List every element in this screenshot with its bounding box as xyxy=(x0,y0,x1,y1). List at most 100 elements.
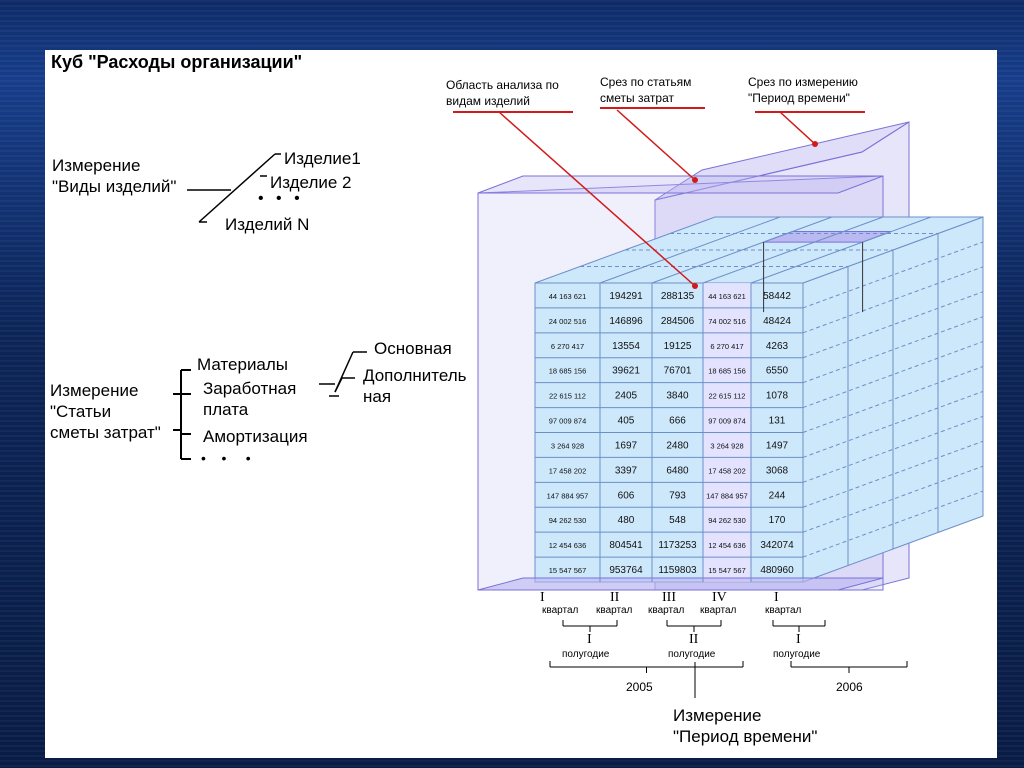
cost-item-materials: Материалы xyxy=(197,355,289,374)
slide-title: Куб "Расходы организации" xyxy=(51,52,303,72)
cube-cell-value: 793 xyxy=(669,490,686,501)
cube-cell-value: 804541 xyxy=(609,540,643,551)
half-3-num: I xyxy=(796,632,801,647)
cost-item-depreciation: Амортизация xyxy=(203,427,308,446)
floor-band xyxy=(477,577,884,591)
cost-dim-label-line3: сметы затрат" xyxy=(50,423,161,442)
products-dim-label-line2: "Виды изделий" xyxy=(52,177,177,196)
cube-cell-value: 1697 xyxy=(615,440,638,451)
cube-cell-value: 17 458 202 xyxy=(708,466,746,475)
cube-cell-value: 6 270 417 xyxy=(710,342,743,351)
cube-cell-value: 147 884 957 xyxy=(706,491,748,500)
quarter-5-num: I xyxy=(774,590,779,605)
side-grid-line xyxy=(802,266,984,334)
salary-type-additional-line2: ная xyxy=(363,387,392,406)
quarter-3-word: квартал xyxy=(648,605,685,616)
cube-cell-value: 48424 xyxy=(763,316,791,327)
cube-cell-value: 3 264 928 xyxy=(710,441,743,450)
cube-cell-value: 2480 xyxy=(666,440,689,451)
cube-cell-value: 3 264 928 xyxy=(551,441,584,450)
cube-cell-value: 953764 xyxy=(609,565,643,576)
annotation-cost-slice-line1: Срез по статьям xyxy=(600,75,692,89)
half-2-num: II xyxy=(689,632,699,647)
product-item-n: Изделий N xyxy=(225,215,310,234)
cube-cell-value: 15 547 567 xyxy=(549,566,587,575)
cube-cell-value: 244 xyxy=(769,490,786,501)
annotation-time-slice-line2: "Период времени" xyxy=(748,91,850,105)
cube-cell-value: 22 615 112 xyxy=(709,392,746,401)
pointer-line xyxy=(616,109,696,181)
time-dim-label-line2: "Период времени" xyxy=(673,727,818,746)
quarter-4-num: IV xyxy=(712,590,727,605)
quarter-1-word: квартал xyxy=(542,605,579,616)
bracket-line xyxy=(334,377,343,393)
cube-cell-value: 1497 xyxy=(766,440,789,451)
cube-cell-value: 24 002 516 xyxy=(549,317,587,326)
cube-cell-value: 170 xyxy=(769,515,786,526)
cube-cell-value: 74 002 516 xyxy=(708,317,746,326)
cube-cell-value: 13554 xyxy=(612,341,640,352)
side-grid-line xyxy=(802,366,984,433)
cube-cell-value: 97 009 874 xyxy=(708,417,746,426)
cube-cell-value: 12 454 636 xyxy=(549,541,587,550)
cube-cell-value: 17 458 202 xyxy=(549,466,587,475)
cost-ellipsis: • • • xyxy=(201,450,251,466)
quarter-3-num: III xyxy=(662,590,676,605)
cube-cell-value: 76701 xyxy=(664,366,692,377)
side-grid-line xyxy=(802,465,984,533)
top-grid-line xyxy=(651,216,833,284)
quarter-1-num: I xyxy=(540,590,545,605)
half-2-word: полугодие xyxy=(668,649,716,660)
cube-cell-value: 288135 xyxy=(661,291,695,302)
cube-cell-value: 480960 xyxy=(760,565,794,576)
cube-cell-value: 606 xyxy=(618,490,635,501)
time-slice-top xyxy=(654,121,910,201)
half-3-word: полугодие xyxy=(773,649,821,660)
cube-cell-value: 18 685 156 xyxy=(708,367,746,376)
products-dim-label-line1: Измерение xyxy=(52,156,141,175)
product-area-top xyxy=(477,175,884,194)
cube-cell-value: 147 884 957 xyxy=(547,491,589,500)
tree-line xyxy=(198,153,276,223)
cube-cell-value: 1078 xyxy=(766,391,789,402)
cube-cell-value: 44 163 621 xyxy=(708,292,746,301)
side-grid-line xyxy=(802,291,984,359)
side-grid-line xyxy=(802,341,984,409)
quarter-5-word: квартал xyxy=(765,605,802,616)
product-item-2: Изделие 2 xyxy=(270,173,352,192)
side-grid-line xyxy=(802,390,984,458)
cube-cell-value: 94 262 530 xyxy=(549,516,587,525)
quarter-2-word: квартал xyxy=(596,605,633,616)
cube-cell-value: 284506 xyxy=(661,316,695,327)
cube-cell-value: 39621 xyxy=(612,366,640,377)
year-2005: 2005 xyxy=(626,680,653,694)
salary-type-additional-line1: Дополнитель xyxy=(363,366,467,385)
cube-cell-value: 3840 xyxy=(666,391,689,402)
annotation-cost-slice-line2: сметы затрат xyxy=(600,91,674,105)
year-2006: 2006 xyxy=(836,680,863,694)
cube-cell-value: 1173253 xyxy=(658,540,697,551)
cube-cell-value: 146896 xyxy=(609,316,643,327)
side-grid-line xyxy=(802,316,984,384)
cube-cell-value: 22 615 112 xyxy=(549,392,586,401)
quarter-2-num: II xyxy=(610,590,620,605)
top-grid-line xyxy=(750,216,932,284)
cube-cell-value: 15 547 567 xyxy=(708,566,746,575)
product-item-1: Изделие1 xyxy=(284,149,361,168)
cube-cell-value: 18 685 156 xyxy=(549,367,587,376)
quarter-4-word: квартал xyxy=(700,605,737,616)
cube-cell-value: 19125 xyxy=(664,341,692,352)
half-1-word: полугодие xyxy=(562,649,610,660)
annotation-product-area-line2: видам изделий xyxy=(446,94,530,108)
cube-cell-value: 3397 xyxy=(615,465,638,476)
cube-cell-value: 405 xyxy=(618,416,635,427)
cost-item-salary-line2: плата xyxy=(203,400,249,419)
pointer-line xyxy=(498,111,696,287)
cost-item-salary-line1: Заработная xyxy=(203,379,297,398)
cost-dim-label-line2: "Статьи xyxy=(50,402,112,421)
annotation-time-slice-line1: Срез по измерению xyxy=(748,75,858,89)
cube-cell-value: 44 163 621 xyxy=(549,292,587,301)
side-grid-line xyxy=(802,440,984,508)
